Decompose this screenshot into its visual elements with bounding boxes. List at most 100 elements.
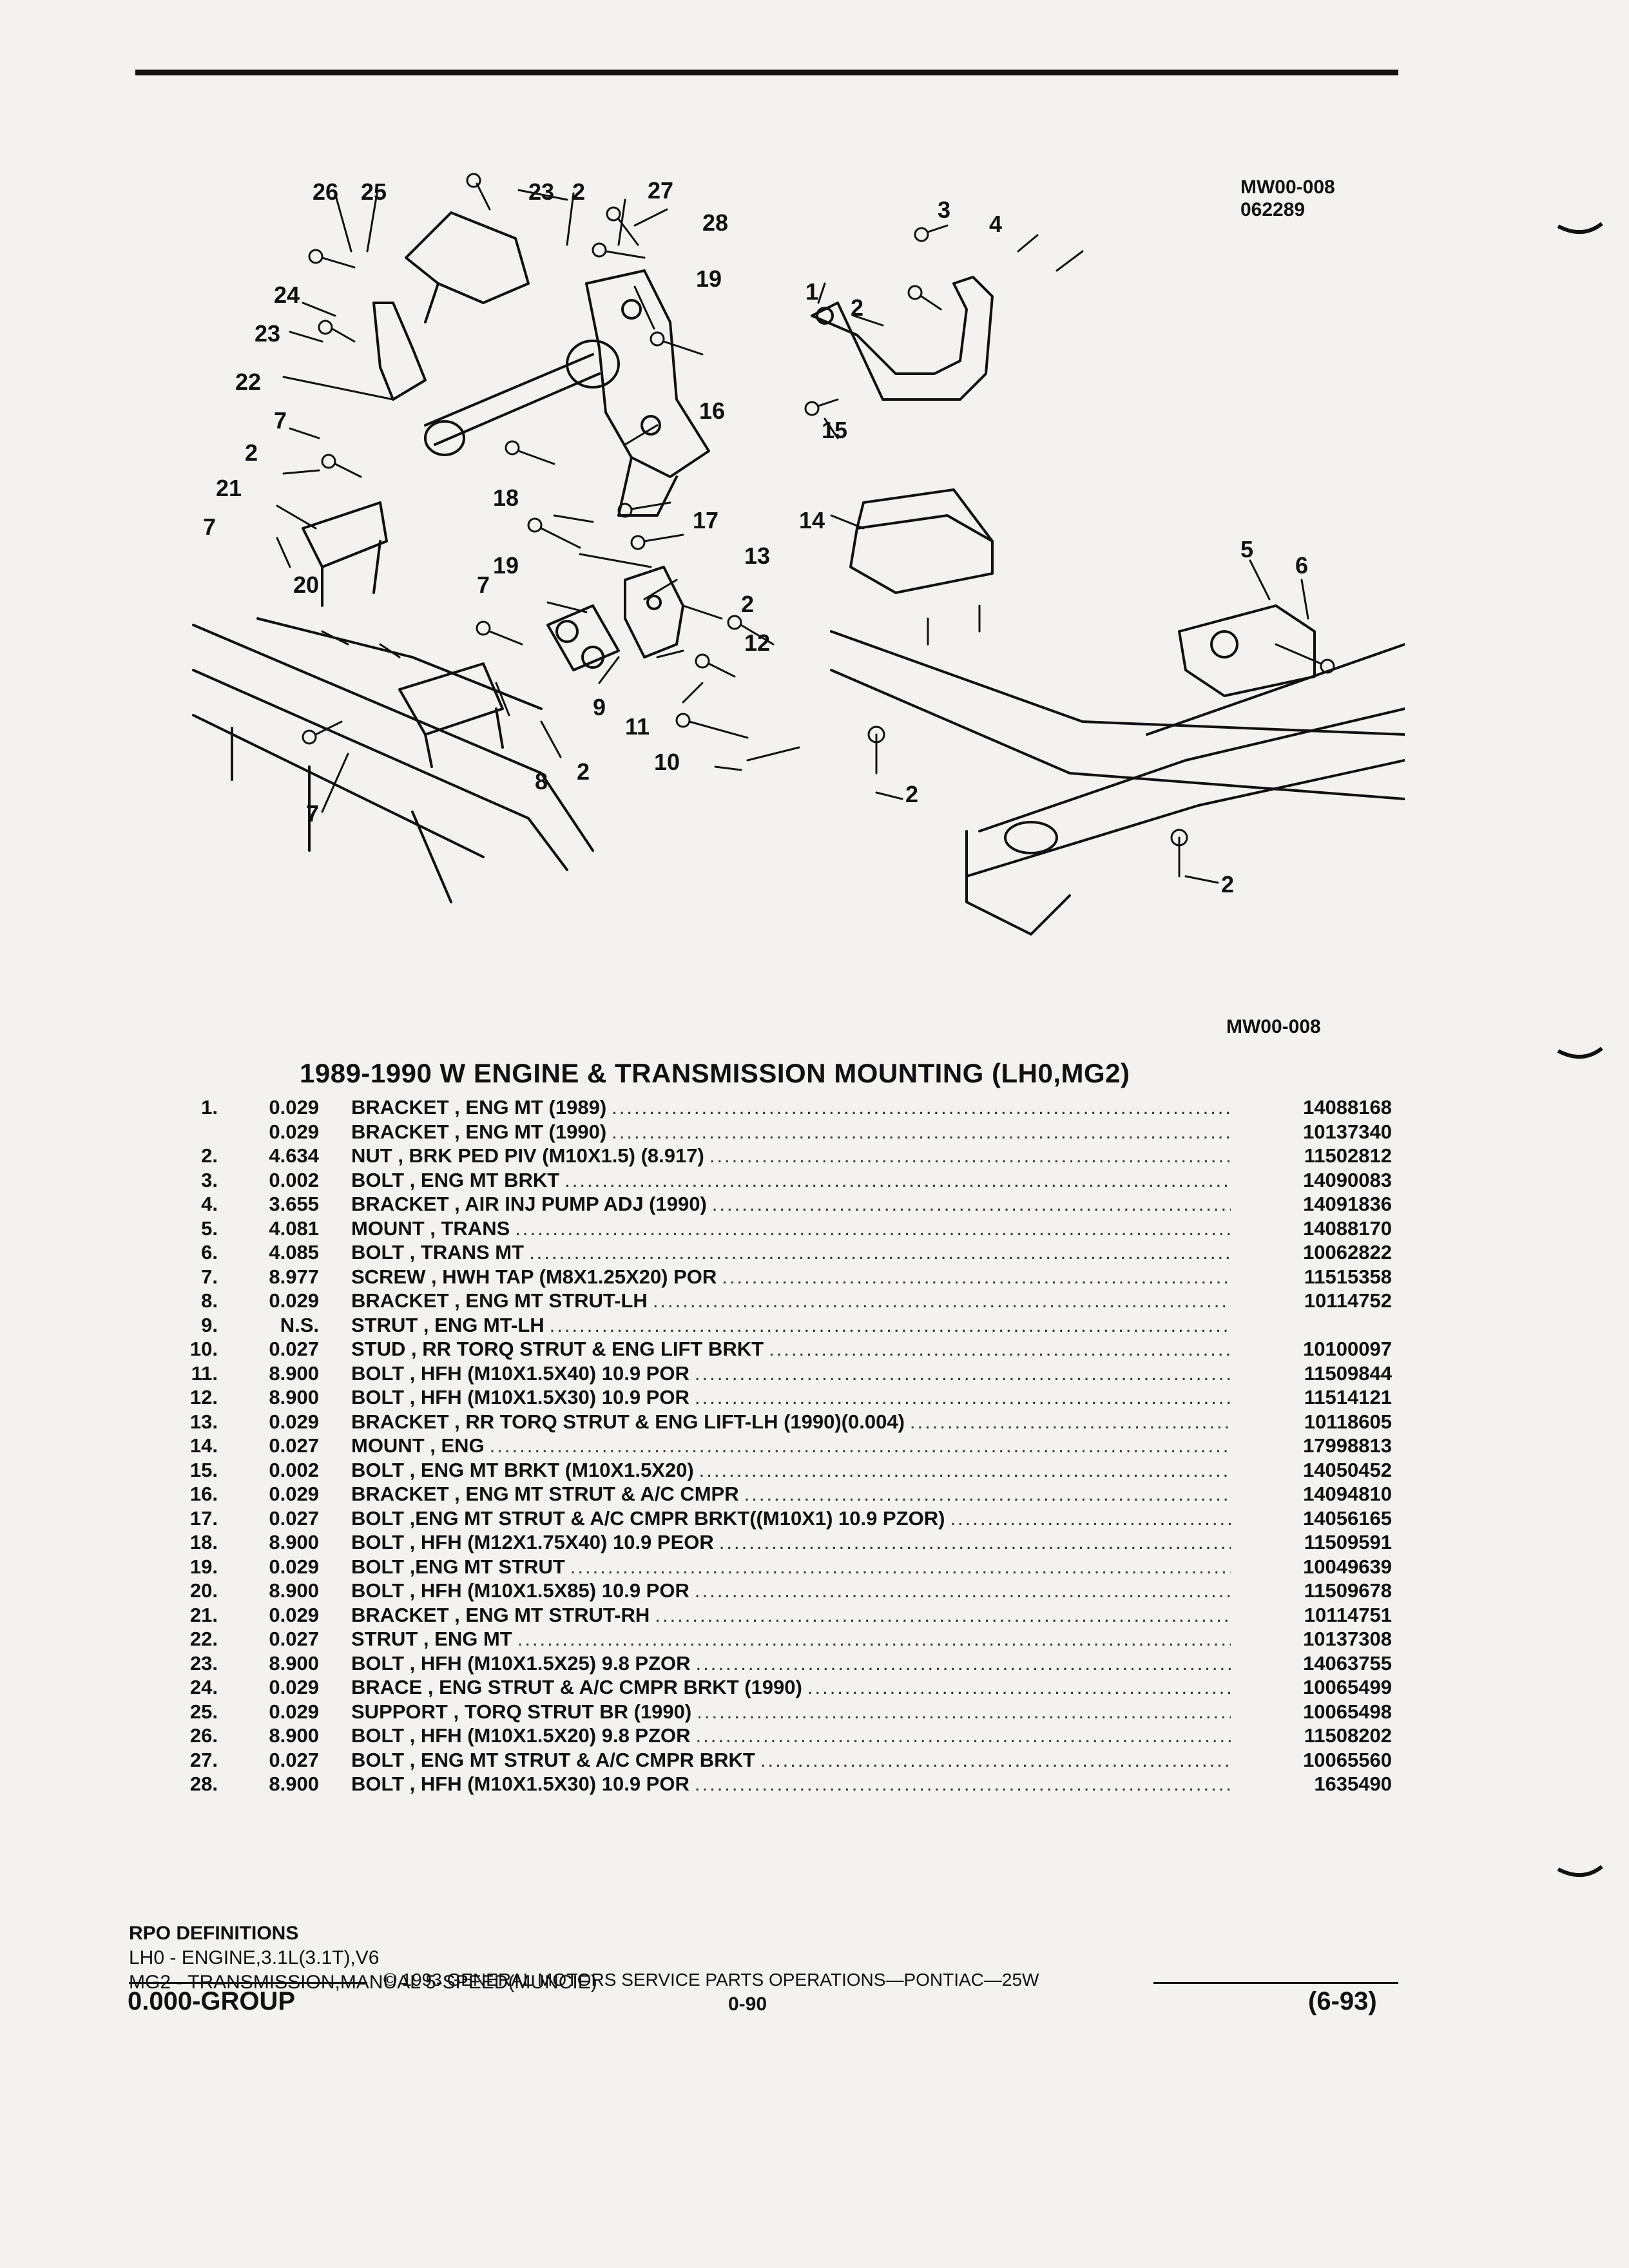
part-quantity: 8.900 [269, 1724, 319, 1747]
part-quantity: 0.027 [269, 1748, 319, 1771]
leader-dots: ........................................… [718, 1531, 1231, 1553]
part-description: BOLT , HFH (M10X1.5X25) 9.8 PZOR........… [351, 1651, 1231, 1676]
leader-dots: ........................................… [744, 1483, 1231, 1505]
part-description-text: BOLT , HFH (M10X1.5X30) 10.9 POR [351, 1386, 689, 1408]
part-catalog-number: 10065560 [1303, 1748, 1392, 1771]
part-number: 20. [189, 1579, 218, 1602]
part-description-text: BRACKET , RR TORQ STRUT & ENG LIFT-LH (1… [351, 1410, 905, 1433]
part-number: 17. [189, 1506, 218, 1530]
part-description-text: BRACKET , ENG MT STRUT & A/C CMPR [351, 1483, 739, 1505]
callout-5: 5 [1240, 536, 1253, 562]
part-catalog-number: 10118605 [1304, 1410, 1392, 1433]
strut-lh-bracket [398, 662, 504, 768]
part-number: 15. [189, 1458, 218, 1481]
part-number: 3. [201, 1168, 218, 1191]
callout-22: 22 [235, 369, 261, 395]
callout-25: 25 [361, 178, 387, 205]
part-description: SCREW , HWH TAP (M8X1.25X20) POR........… [351, 1265, 1231, 1289]
part-description-text: MOUNT , ENG [351, 1434, 485, 1457]
leader-dots: ........................................… [529, 1241, 1231, 1264]
part-number: 10. [189, 1338, 218, 1360]
part-number: 12. [189, 1386, 218, 1408]
part-description-text: BRACKET , ENG MT (1990) [351, 1120, 607, 1143]
page-title: 1989-1990 W ENGINE & TRANSMISSION MOUNTI… [300, 1058, 1130, 1088]
part-number: 25. [189, 1700, 218, 1723]
leader-dots: ........................................… [697, 1700, 1231, 1723]
engine-mount [849, 488, 994, 594]
part-number: 1. [201, 1096, 218, 1119]
leader-dots: ........................................… [760, 1748, 1231, 1771]
leader-dots: ........................................… [695, 1724, 1231, 1747]
part-catalog-number: 14056165 [1303, 1506, 1392, 1530]
callout-1: 1 [805, 278, 818, 305]
callout-19a: 19 [696, 265, 722, 292]
leader-dots: ........................................… [549, 1313, 1231, 1336]
engine-mount-strut-lh [546, 604, 620, 671]
part-number: 21. [189, 1603, 218, 1626]
figure-code-top: MW00-008 [1240, 177, 1335, 198]
part-quantity: 4.634 [269, 1144, 319, 1167]
leader-dots: ........................................… [570, 1555, 1231, 1578]
callout-7b: 7 [203, 514, 216, 540]
part-description-text: STRUT , ENG MT [351, 1628, 512, 1650]
leader-dots: ........................................… [694, 1773, 1231, 1795]
part-catalog-number: 14090083 [1303, 1168, 1392, 1191]
leader-dots: ........................................… [711, 1193, 1231, 1215]
part-description-text: SUPPORT , TORQ STRUT BR (1990) [351, 1700, 692, 1723]
part-description-text: BOLT , ENG MT BRKT (M10X1.5X20) [351, 1458, 694, 1481]
leader-dots: ........................................… [807, 1676, 1231, 1698]
part-number: 26. [189, 1724, 218, 1747]
part-number: 8. [201, 1289, 218, 1312]
bolts-left-group [302, 173, 775, 745]
part-description: SUPPORT , TORQ STRUT BR (1990)..........… [351, 1700, 1231, 1724]
callout-17: 17 [693, 507, 718, 533]
callout-6: 6 [1295, 552, 1308, 579]
part-description: BOLT ,ENG MT STRUT & A/C CMPR BRKT((M10X… [351, 1506, 1231, 1531]
leader-dots: ........................................… [722, 1265, 1231, 1288]
leader-dots: ........................................… [515, 1216, 1231, 1240]
figure-code-bottom: MW00-008 [1226, 1016, 1321, 1037]
callout-2c: 2 [741, 591, 754, 617]
top-rule [135, 70, 1398, 75]
part-quantity: N.S. [280, 1313, 319, 1336]
callout-3: 3 [938, 197, 950, 223]
part-catalog-number: 10114752 [1304, 1289, 1392, 1312]
part-catalog-number: 10065499 [1303, 1676, 1392, 1698]
part-quantity: 0.029 [269, 1096, 319, 1119]
part-quantity: 8.977 [269, 1265, 319, 1288]
leader-dots: ........................................… [489, 1434, 1231, 1457]
part-description-text: BOLT , HFH (M10X1.5X20) 9.8 PZOR [351, 1724, 691, 1747]
callout-2b: 2 [245, 439, 258, 466]
part-row: 17. 0.027 BOLT ,ENG MT STRUT & A/C CMPR BR… [174, 1506, 1392, 1531]
part-number: 22. [189, 1628, 218, 1650]
callout-10: 10 [654, 749, 680, 775]
part-description-text: BRACKET , ENG MT (1989) [351, 1096, 607, 1119]
part-quantity: 0.027 [269, 1506, 319, 1530]
part-description-text: SCREW , HWH TAP (M8X1.25X20) POR [351, 1265, 717, 1288]
part-description: BOLT , TRANS MT.........................… [351, 1240, 1231, 1265]
part-catalog-number: 14088168 [1303, 1096, 1392, 1119]
part-number: 28. [189, 1773, 218, 1795]
part-catalog-number: 11515358 [1304, 1265, 1392, 1288]
callout-2f: 2 [905, 781, 918, 807]
part-description: STRUT , ENG MT-LH.......................… [351, 1313, 1231, 1338]
callout-14: 14 [799, 507, 825, 533]
part-catalog-number: 11509844 [1304, 1361, 1392, 1385]
part-description-text: BOLT , HFH (M10X1.5X30) 10.9 POR [351, 1773, 689, 1795]
callout-26: 26 [313, 178, 338, 205]
callout-21: 21 [216, 475, 242, 501]
part-description-text: BOLT , TRANS MT [351, 1241, 525, 1264]
part-quantity: 8.900 [269, 1386, 319, 1408]
part-catalog-number: 10137308 [1303, 1628, 1392, 1650]
footer-page-number: 0-90 [728, 1994, 767, 2015]
part-description-text: STRUT , ENG MT-LH [351, 1313, 545, 1336]
